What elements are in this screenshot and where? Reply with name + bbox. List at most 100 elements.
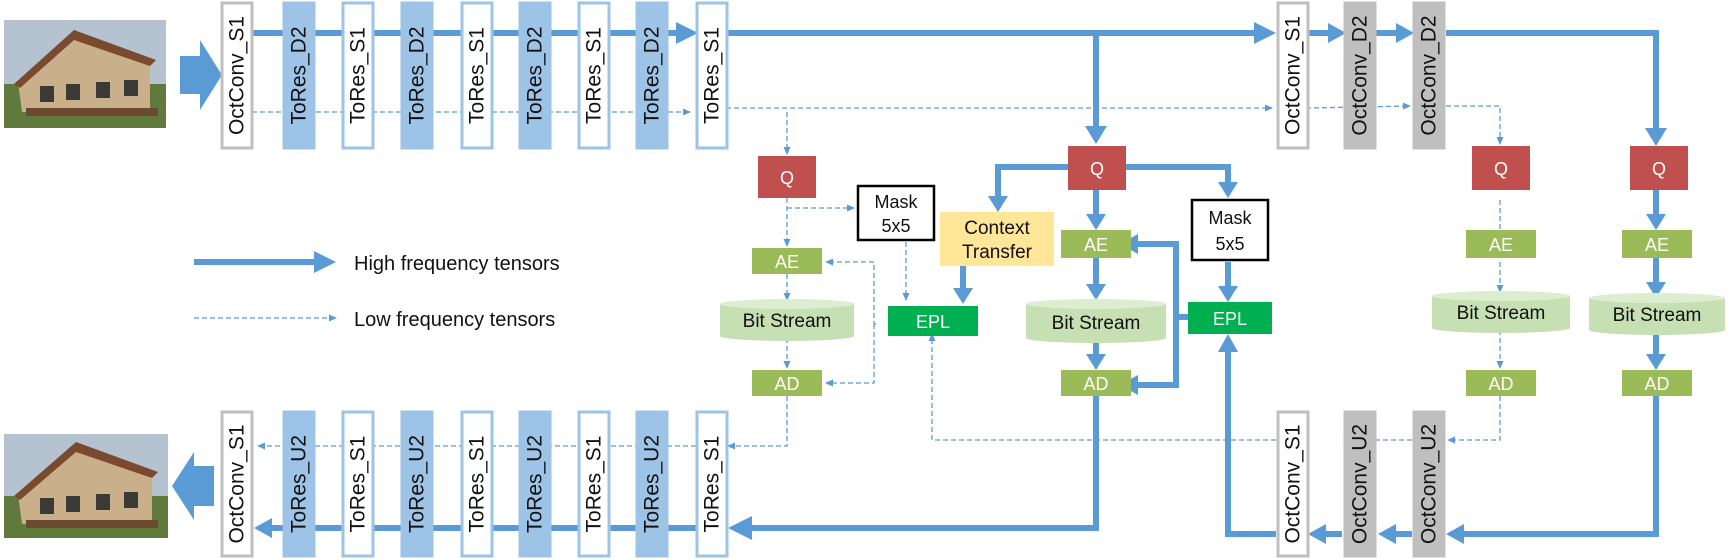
low-epl-block: EPL <box>888 306 978 336</box>
epl-label: EPL <box>916 312 950 332</box>
ad-label: AD <box>1488 374 1513 394</box>
legend-high-label: High frequency tensors <box>354 253 560 275</box>
layer-label: ToRes_U2 <box>641 435 664 533</box>
hyper-epl-arrowhead <box>1218 334 1238 352</box>
ae-label: AE <box>1489 235 1513 255</box>
bitstream-arrowhead <box>1086 284 1106 300</box>
layer-label: ToRes_S1 <box>466 436 489 533</box>
layer-label: ToRes_S1 <box>583 27 606 124</box>
high-ad-block: AD <box>1061 370 1131 396</box>
context-arrowhead <box>988 196 1008 212</box>
layer-box-tores-u2 <box>282 410 316 558</box>
hyper-to-q-path <box>1446 30 1659 130</box>
layer-label: ToRes_S1 <box>701 436 724 533</box>
hyper-entry-arrowhead <box>1254 22 1276 44</box>
decoder-layers: OctConv_S1 ToRes_U2 ToRes_S1 ToRes_U2 ToRes_… <box>220 410 729 558</box>
layer-label: ToRes_S1 <box>701 27 724 124</box>
legend-high-arrowhead <box>314 251 336 273</box>
hyper-ad-arrowhead <box>1646 354 1666 370</box>
layer-box-tores-u2 <box>518 410 552 558</box>
layer-label: OctConv_S1 <box>226 424 249 543</box>
layer-label: OctConv_D2 <box>1418 15 1441 135</box>
layer-box-octconv-d2 <box>1412 1 1446 150</box>
output-image <box>4 434 168 538</box>
epl-to-ae-path <box>1134 241 1190 320</box>
ad-label: AD <box>1644 374 1669 394</box>
mask-epl-arrowhead <box>1218 286 1238 302</box>
layer-box-tores-s1 <box>577 1 611 150</box>
hyper-q-arrowhead <box>1645 128 1667 146</box>
hyper-dec-to-epl-path <box>1225 352 1276 537</box>
layer-box-tores-d2 <box>518 1 552 150</box>
layer-box-tores-s1 <box>460 410 494 558</box>
hyper-ae-arrowhead <box>1646 214 1666 230</box>
q-label: Q <box>1090 159 1104 179</box>
q-label: Q <box>1494 159 1508 179</box>
layer-box-tores-d2 <box>400 1 434 150</box>
ae-label: AE <box>775 252 799 272</box>
hyper-low-ae-block: AE <box>1466 230 1536 258</box>
mask-label-line1: Mask <box>874 192 918 212</box>
layer-label: ToRes_D2 <box>406 26 429 124</box>
ad-arrowhead <box>1086 354 1106 370</box>
hyper-low-q-block: Q <box>1472 146 1530 190</box>
hyper-low-ad-to-dec <box>1447 396 1501 444</box>
layer-label: ToRes_U2 <box>406 435 429 533</box>
epl-low-to-ad <box>825 324 875 387</box>
layer-label: ToRes_U2 <box>288 435 311 533</box>
block-arrow-right-icon <box>180 40 222 110</box>
context-transfer-block: Context Transfer <box>940 212 1054 266</box>
layer-label: ToRes_D2 <box>524 26 547 124</box>
high-frequency-paths <box>234 22 1667 544</box>
layer-box-tores-u2 <box>400 410 434 558</box>
context-label-line1: Context <box>964 218 1030 239</box>
hyper-arrowhead-a <box>1328 23 1346 43</box>
hyper-low-bitstream-block: Bit Stream <box>1432 291 1570 333</box>
block-arrow-left-icon <box>172 452 214 520</box>
ae-label: AE <box>1084 235 1108 255</box>
main-q-arrowhead <box>1085 126 1107 144</box>
high-bitstream-block: Bit Stream <box>1026 299 1166 343</box>
layer-label: OctConv_S1 <box>1282 16 1305 135</box>
layer-label: ToRes_U2 <box>524 435 547 533</box>
hyper-high-bitstream-block: Bit Stream <box>1589 293 1725 335</box>
bit-stream-label: Bit Stream <box>743 311 832 332</box>
layer-label: ToRes_D2 <box>641 26 664 124</box>
layer-box-tores-s1 <box>695 410 729 558</box>
layer-label: ToRes_D2 <box>288 26 311 124</box>
q-to-context-path <box>995 164 1068 196</box>
low-mask-block: Mask 5x5 <box>856 184 936 242</box>
input-image <box>4 20 166 128</box>
hyper-arrowhead-b <box>1396 23 1414 43</box>
low-frequency-paths <box>252 102 1504 450</box>
layer-label: OctConv_U2 <box>1349 424 1372 544</box>
hyper-bs-arrowhead <box>1646 282 1666 298</box>
layer-box-octconv-s1 <box>1276 1 1310 150</box>
epl-low-to-ae <box>825 258 876 325</box>
bit-stream-label: Bit Stream <box>1613 305 1702 326</box>
context-label-line2: Transfer <box>962 242 1033 263</box>
bit-stream-label: Bit Stream <box>1457 303 1546 324</box>
hyper-dec-arrowhead-a <box>1446 524 1464 544</box>
hyper-low-to-q <box>1446 105 1504 145</box>
hyper-low-ad-block: AD <box>1466 370 1536 396</box>
ad-label: AD <box>1083 374 1108 394</box>
low-bitstream-block: Bit Stream <box>720 299 854 341</box>
high-epl-block: EPL <box>1188 302 1272 334</box>
epl-to-ad-path <box>1134 317 1179 388</box>
high-ae-block: AE <box>1061 230 1131 258</box>
layer-label: OctConv_S1 <box>1282 424 1305 543</box>
layer-box-octconv-s1 <box>220 410 254 558</box>
layer-box-tores-d2 <box>635 1 669 150</box>
ad-to-decoder-path <box>748 396 1099 531</box>
mask-arrowhead <box>1218 182 1238 198</box>
hyper-dec-arrowhead-b <box>1378 524 1396 544</box>
q-label: Q <box>1652 159 1666 179</box>
context-epl-arrowhead <box>953 288 973 304</box>
bit-stream-label: Bit Stream <box>1052 313 1141 334</box>
legend: High frequency tensors Low frequency ten… <box>194 251 560 331</box>
ad-low-to-decoder <box>727 396 788 450</box>
